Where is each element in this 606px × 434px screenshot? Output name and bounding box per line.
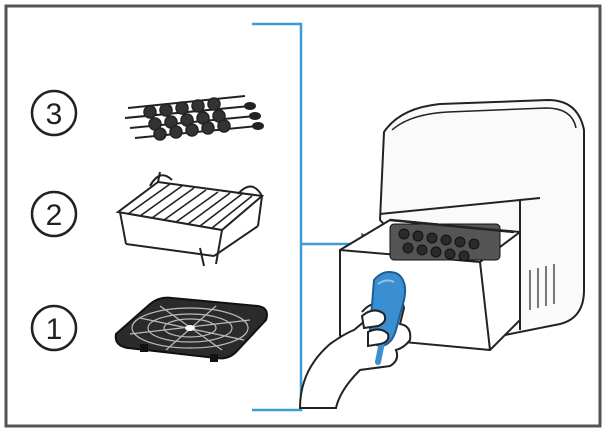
double-layer-rack-icon: [115, 171, 265, 267]
hand-fingers: [360, 309, 390, 348]
crisper-plate-icon: [114, 296, 268, 362]
step-number-circle: [30, 190, 78, 238]
step-number: 1: [46, 313, 63, 346]
step-1: 1: [30, 296, 268, 362]
step-number-circle: [30, 304, 78, 352]
skewer-rack-icon: [124, 95, 264, 141]
step-number: 2: [46, 199, 63, 232]
step-3: 3: [30, 89, 264, 141]
step-number: 3: [46, 98, 63, 131]
step-2: 2: [30, 171, 265, 267]
step-number-circle: [30, 89, 78, 137]
